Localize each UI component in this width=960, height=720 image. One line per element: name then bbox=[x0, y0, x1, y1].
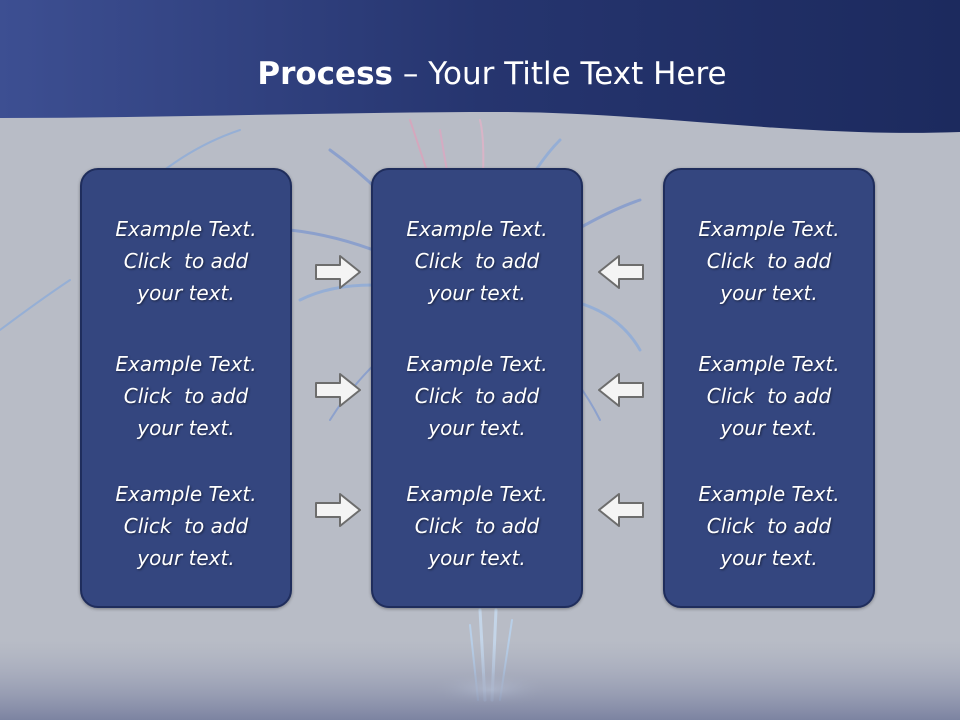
block-line: Click to add bbox=[706, 384, 832, 408]
block-line: your text. bbox=[720, 546, 818, 570]
arrow-left-icon bbox=[598, 255, 644, 289]
text-block[interactable]: Example Text. Click to add your text. bbox=[665, 478, 873, 574]
block-line: Example Text. bbox=[115, 217, 257, 241]
arrow-right-icon bbox=[315, 493, 361, 527]
block-line: your text. bbox=[137, 546, 235, 570]
title-bold: Process bbox=[257, 56, 393, 92]
block-line: Example Text. bbox=[698, 482, 840, 506]
block-line: Example Text. bbox=[406, 217, 548, 241]
right-panel: Example Text. Click to add your text. Ex… bbox=[663, 168, 875, 608]
block-line: Click to add bbox=[706, 249, 832, 273]
block-line: Click to add bbox=[414, 249, 540, 273]
page-title: Process – Your Title Text Here bbox=[0, 52, 960, 96]
block-line: Click to add bbox=[706, 514, 832, 538]
arrow-left-icon bbox=[598, 373, 644, 407]
block-line: Example Text. bbox=[406, 352, 548, 376]
block-line: your text. bbox=[428, 546, 526, 570]
text-block[interactable]: Example Text. Click to add your text. bbox=[665, 348, 873, 444]
block-line: Click to add bbox=[414, 384, 540, 408]
block-line: Click to add bbox=[414, 514, 540, 538]
header-band bbox=[0, 0, 960, 133]
text-block[interactable]: Example Text. Click to add your text. bbox=[665, 213, 873, 309]
block-line: Example Text. bbox=[698, 352, 840, 376]
arrow-right-icon bbox=[315, 255, 361, 289]
block-line: Click to add bbox=[123, 384, 249, 408]
block-line: your text. bbox=[720, 281, 818, 305]
arrow-left-icon bbox=[598, 493, 644, 527]
text-block[interactable]: Example Text. Click to add your text. bbox=[373, 478, 581, 574]
arrow-right-icon bbox=[315, 373, 361, 407]
block-line: Click to add bbox=[123, 249, 249, 273]
block-line: your text. bbox=[720, 416, 818, 440]
text-block[interactable]: Example Text. Click to add your text. bbox=[82, 348, 290, 444]
block-line: your text. bbox=[137, 416, 235, 440]
block-line: Example Text. bbox=[406, 482, 548, 506]
block-line: your text. bbox=[428, 416, 526, 440]
text-block[interactable]: Example Text. Click to add your text. bbox=[373, 213, 581, 309]
block-line: your text. bbox=[137, 281, 235, 305]
block-line: Example Text. bbox=[698, 217, 840, 241]
block-line: Example Text. bbox=[115, 482, 257, 506]
text-block[interactable]: Example Text. Click to add your text. bbox=[373, 348, 581, 444]
title-text: – Your Title Text Here bbox=[393, 56, 727, 92]
text-block[interactable]: Example Text. Click to add your text. bbox=[82, 478, 290, 574]
block-line: Click to add bbox=[123, 514, 249, 538]
block-line: your text. bbox=[428, 281, 526, 305]
center-panel: Example Text. Click to add your text. Ex… bbox=[371, 168, 583, 608]
left-panel: Example Text. Click to add your text. Ex… bbox=[80, 168, 292, 608]
block-line: Example Text. bbox=[115, 352, 257, 376]
text-block[interactable]: Example Text. Click to add your text. bbox=[82, 213, 290, 309]
